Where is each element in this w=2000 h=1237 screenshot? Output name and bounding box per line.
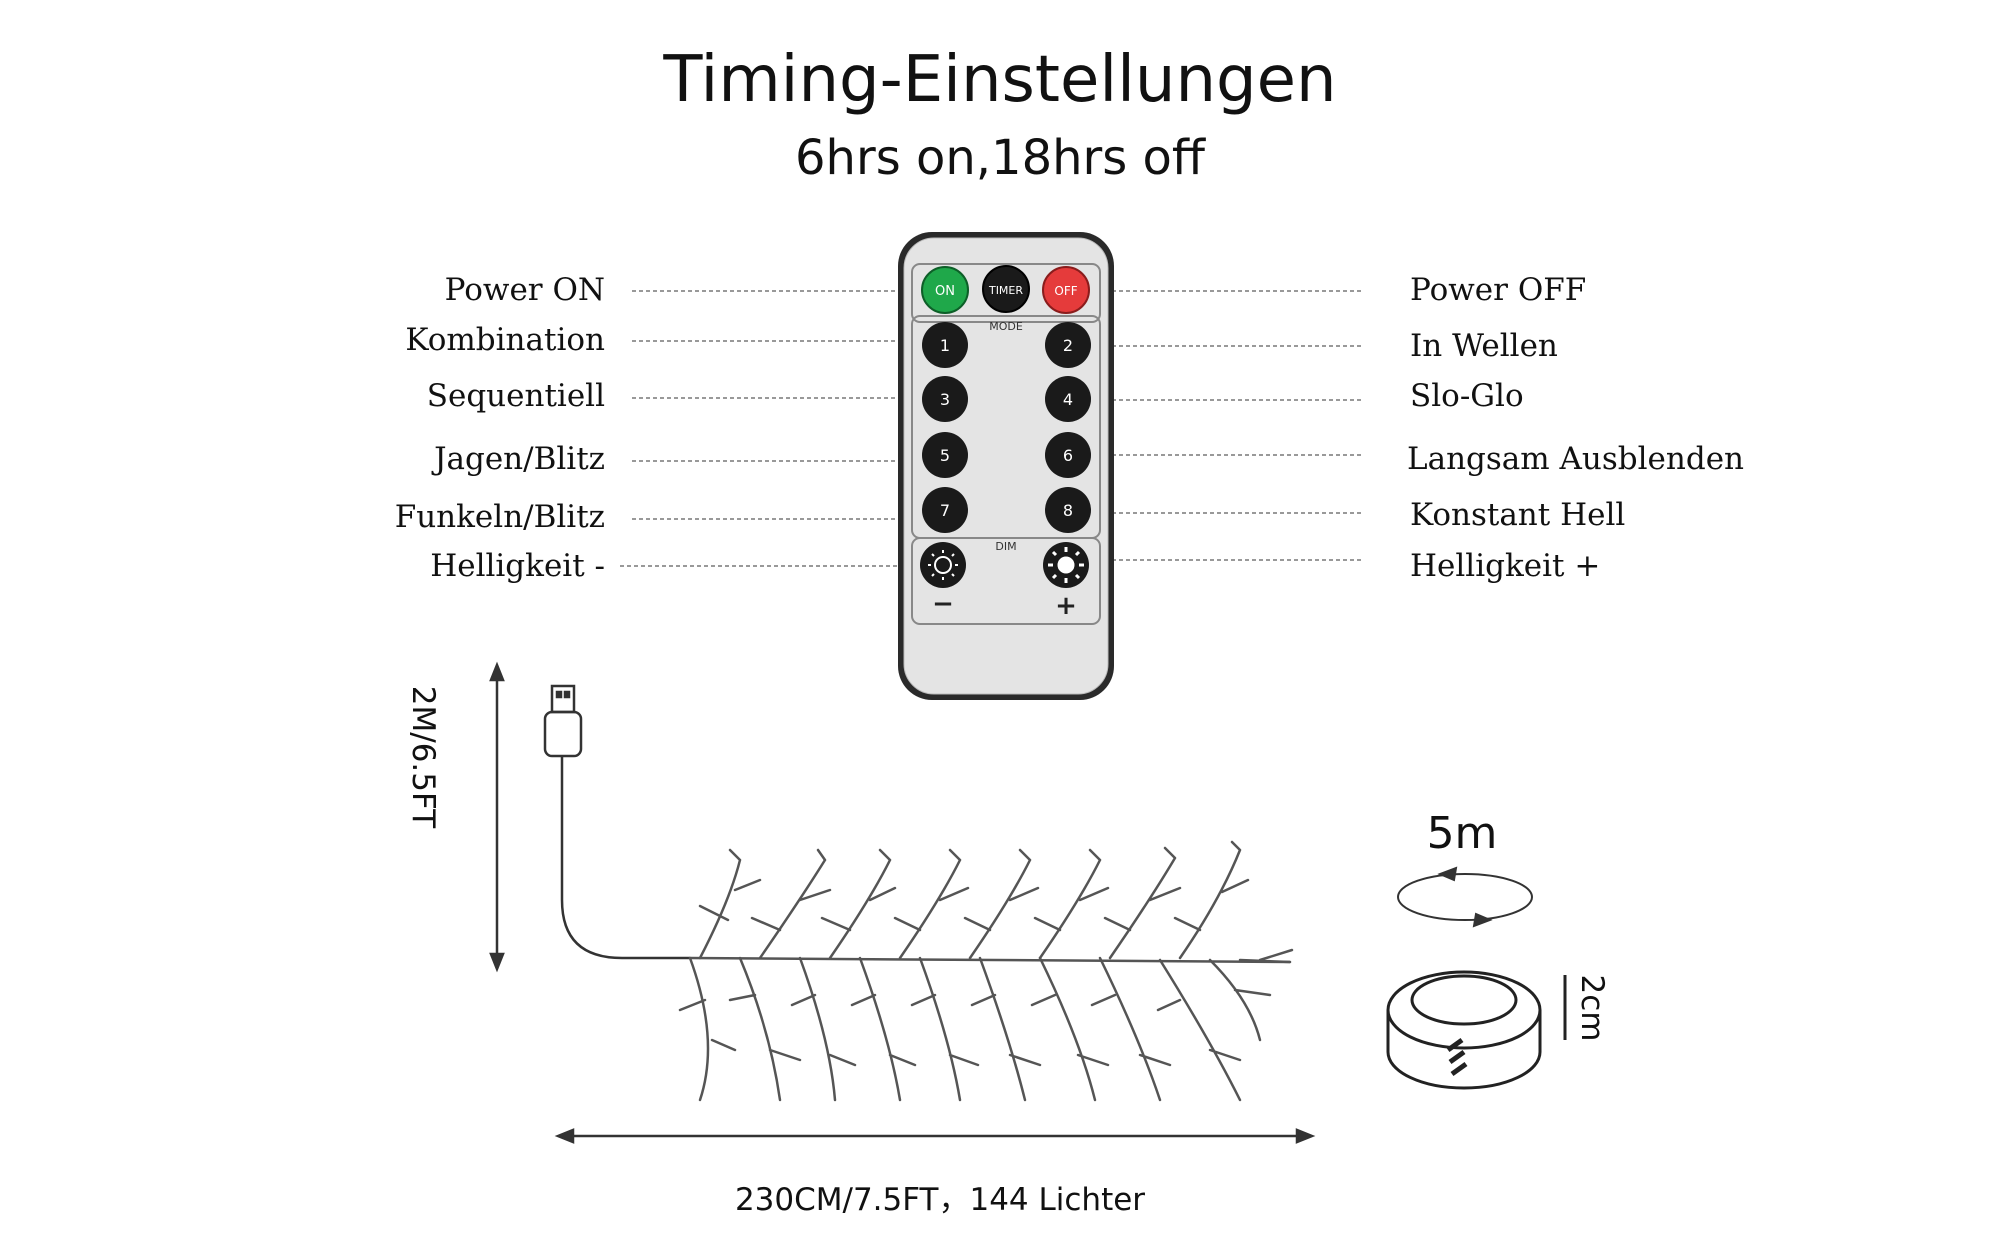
dim-label: DIM [995,540,1016,553]
sun-small-icon [928,550,958,580]
key-1[interactable]: 1 [922,322,968,368]
label-helligkeit-minus: Helligkeit - [430,548,605,584]
key-5-label: 5 [940,446,950,465]
branch-garland [678,840,1294,1102]
height-dimension-arrow [489,661,505,973]
key-4[interactable]: 4 [1045,376,1091,422]
timer-button-label: TIMER [988,284,1023,297]
key-7[interactable]: 7 [922,487,968,533]
key-3[interactable]: 3 [922,376,968,422]
on-button-label: ON [935,284,955,299]
key-5[interactable]: 5 [922,432,968,478]
length-label: 230CM/7.5FT，144 Lichter [735,1182,1145,1218]
minus-label: − [932,589,954,619]
key-3-label: 3 [940,390,950,409]
label-sequentiell: Sequentiell [426,378,605,414]
brightness-down-button[interactable] [920,542,966,588]
key-2-label: 2 [1063,336,1073,355]
key-6[interactable]: 6 [1045,432,1091,478]
key-1-label: 1 [940,336,950,355]
page-subtitle: 6hrs on,18hrs off [795,130,1205,186]
timer-button[interactable]: TIMER [982,265,1030,313]
label-jagen-blitz: Jagen/Blitz [434,441,605,477]
on-button[interactable]: ON [921,266,969,314]
key-8[interactable]: 8 [1045,487,1091,533]
usb-plug-icon [543,684,583,758]
plus-label: + [1055,591,1077,621]
label-konstant-hell: Konstant Hell [1410,497,1626,533]
label-in-wellen: In Wellen [1410,328,1558,364]
length-dimension-arrow [554,1128,1316,1144]
leader-lines-left [620,290,925,567]
label-helligkeit-plus: Helligkeit + [1410,548,1601,584]
usb-cable [560,756,690,960]
sun-large-icon [1048,547,1084,583]
rotation-arrows-icon [1397,866,1533,928]
leader-lines-right [1098,290,1362,561]
label-power-on: Power ON [444,272,605,308]
off-button[interactable]: OFF [1042,266,1090,314]
brightness-up-button[interactable] [1043,542,1089,588]
mode-label: MODE [989,320,1023,333]
reel-length-label: 5m [1427,808,1498,859]
key-2[interactable]: 2 [1045,322,1091,368]
light-reel-icon [1386,970,1542,1090]
label-slo-glo: Slo-Glo [1410,378,1524,414]
key-7-label: 7 [940,501,950,520]
label-kombination: Kombination [405,322,605,358]
label-funkeln-blitz: Funkeln/Blitz [394,499,605,535]
reel-width-label: 2cm [1574,975,1610,1042]
key-6-label: 6 [1063,446,1073,465]
label-langsam-ausblenden: Langsam Ausblenden [1407,441,1745,477]
off-button-label: OFF [1054,284,1077,298]
key-4-label: 4 [1063,390,1073,409]
key-8-label: 8 [1063,501,1073,520]
page-title: Timing-Einstellungen [663,43,1337,117]
height-label: 2M/6.5FT [405,686,441,830]
label-power-off: Power OFF [1410,272,1587,308]
